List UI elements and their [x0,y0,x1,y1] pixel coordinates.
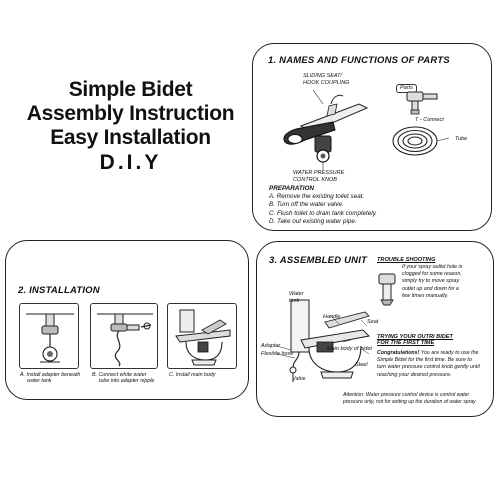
label-water-tank: Water tank [289,291,304,304]
adapter-illustration [26,313,74,363]
first-time-text: Congratulations! You are ready to use th… [377,350,480,378]
preparation-section: PREPARATION A. Remove the existing toile… [269,185,377,226]
panel-installation: 2. INSTALLATION A. Install adapter benea… [5,240,249,400]
label-flexible-hose: Flexible hose [261,351,294,357]
label-t-connect: T - Connect [415,117,444,123]
title-assembly: Assembly Instruction [26,102,235,125]
label-tube: Tube [455,136,468,142]
step-c-caption: C. Install main body [169,372,216,378]
label-water-pressure-knob: WATER PRESSURE CONTROL KNOB [293,170,345,183]
label-valve: Valve [292,376,306,382]
panel-assembled-unit: 3. ASSEMBLED UNIT Water tank Handle Seat… [256,241,494,417]
prep-step-b: B. Turn off the water valve. [269,201,344,209]
spray-outlet-icon [378,273,396,306]
first-time-heading: TRYING YOUR OUTRI BIDET FOR THE FIRST TI… [377,334,453,346]
toilet-install-illustration [175,309,231,366]
assembled-unit-illustration [276,299,371,382]
title-product-name: Simple Bidet [68,78,193,101]
title-block: Simple Bidet Assembly Instruction Easy I… [18,78,243,175]
prep-step-d: D. Take out existing water pipe. [269,217,357,225]
tube-connect-illustration [97,313,153,367]
t-connect-icon [406,91,438,115]
trouble-shooting-text: If your spray outlet hole is clogged for… [402,264,463,299]
title-diy: D.I.Y [99,151,162,174]
title-easy-installation: Easy Installation [50,126,211,149]
label-seat: Seat [367,319,379,325]
step-c-box [167,303,237,369]
tube-coil-icon [392,126,450,156]
label-main-body: Main body of bidet [327,346,372,352]
step-b-caption: B. Connect white water tube into adapter… [92,372,155,385]
prep-step-c: C. Flush toilet to drain tank completely… [269,209,378,217]
label-parts: Parts [396,84,417,93]
label-handle: Handle [323,314,341,320]
step-a-caption: A. Install adapter beneath water tank [20,372,81,385]
attention-note: Attention: Water pressure control device… [343,392,476,405]
panel-assembled-title: 3. ASSEMBLED UNIT [269,255,368,266]
step-b-box [90,303,158,369]
preparation-heading: PREPARATION [269,185,314,192]
panel-parts-title: 1. NAMES AND FUNCTIONS OF PARTS [268,55,450,66]
panel-installation-title: 2. INSTALLATION [18,285,100,296]
panel-parts: 1. NAMES AND FUNCTIONS OF PARTS SLIDING … [252,43,492,231]
label-sliding-seat: SLIDING SEAT/ HOOK COUPLING [303,73,350,86]
label-adapter: Adapter [261,343,281,349]
step-a-box [19,303,79,369]
label-steel: Steel [355,362,368,368]
prep-step-a: A. Remove the existing toilet seat. [269,193,365,201]
bidet-body-illustration [283,89,369,170]
trouble-shooting-heading: TROUBLE SHOOTING [377,257,436,263]
